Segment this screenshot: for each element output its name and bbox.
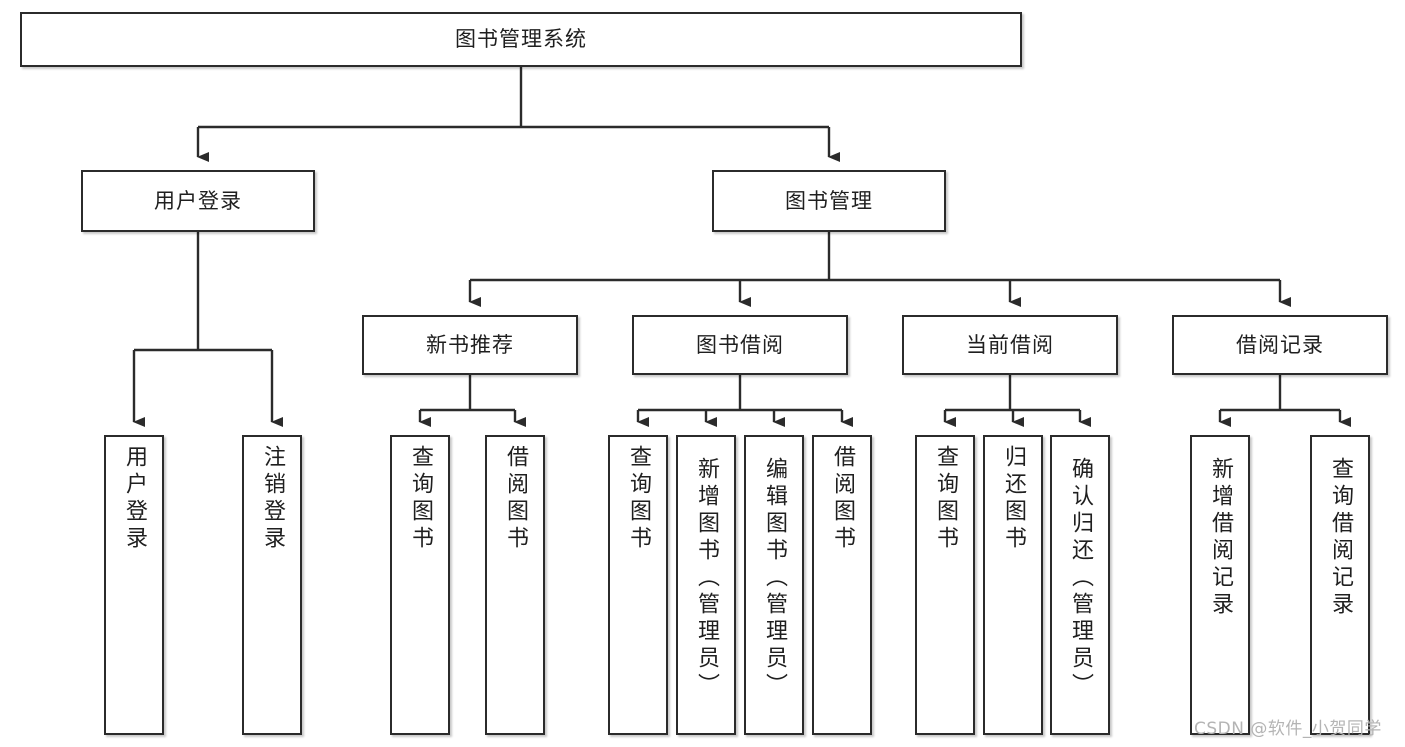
node-l13[interactable]: 查询借阅记录 xyxy=(1310,435,1370,735)
node-root[interactable]: 图书管理系统 xyxy=(20,12,1022,67)
node-n_books[interactable]: 图书管理 xyxy=(712,170,946,232)
node-label: 用户登录 xyxy=(154,188,242,213)
node-l1[interactable]: 用户登录 xyxy=(104,435,164,735)
node-l5[interactable]: 查询图书 xyxy=(608,435,668,735)
node-label: 新增图书（管理员） xyxy=(694,457,719,700)
node-label: 图书借阅 xyxy=(696,332,784,357)
node-n_new[interactable]: 新书推荐 xyxy=(362,315,578,375)
node-label: 借阅记录 xyxy=(1236,332,1324,357)
node-l6[interactable]: 新增图书（管理员） xyxy=(676,435,736,735)
node-label: 查询图书 xyxy=(626,445,651,553)
node-l7[interactable]: 编辑图书（管理员） xyxy=(744,435,804,735)
node-n_cur[interactable]: 当前借阅 xyxy=(902,315,1118,375)
node-l9[interactable]: 查询图书 xyxy=(915,435,975,735)
node-label: 归还图书 xyxy=(1001,445,1026,553)
node-label: 当前借阅 xyxy=(966,332,1054,357)
node-l8[interactable]: 借阅图书 xyxy=(812,435,872,735)
node-label: 编辑图书（管理员） xyxy=(762,457,787,700)
node-l4[interactable]: 借阅图书 xyxy=(485,435,545,735)
node-label: 用户登录 xyxy=(122,445,147,553)
node-label: 查询图书 xyxy=(933,445,958,553)
node-label: 新增借阅记录 xyxy=(1208,457,1233,619)
node-n_login[interactable]: 用户登录 xyxy=(81,170,315,232)
csdn-watermark: CSDN @软件_小贺同学 xyxy=(1194,719,1382,739)
node-label: 借阅图书 xyxy=(503,445,528,553)
node-label: 图书管理系统 xyxy=(455,27,587,52)
node-l3[interactable]: 查询图书 xyxy=(390,435,450,735)
node-label: 新书推荐 xyxy=(426,332,514,357)
node-label: 查询图书 xyxy=(408,445,433,553)
node-l2[interactable]: 注销登录 xyxy=(242,435,302,735)
node-label: 确认归还（管理员） xyxy=(1068,457,1093,700)
node-label: 注销登录 xyxy=(260,445,285,553)
node-l11[interactable]: 确认归还（管理员） xyxy=(1050,435,1110,735)
node-l10[interactable]: 归还图书 xyxy=(983,435,1043,735)
node-label: 借阅图书 xyxy=(830,445,855,553)
node-label: 图书管理 xyxy=(785,188,873,213)
node-n_rec[interactable]: 借阅记录 xyxy=(1172,315,1388,375)
node-label: 查询借阅记录 xyxy=(1328,457,1353,619)
node-n_borrow[interactable]: 图书借阅 xyxy=(632,315,848,375)
node-l12[interactable]: 新增借阅记录 xyxy=(1190,435,1250,735)
